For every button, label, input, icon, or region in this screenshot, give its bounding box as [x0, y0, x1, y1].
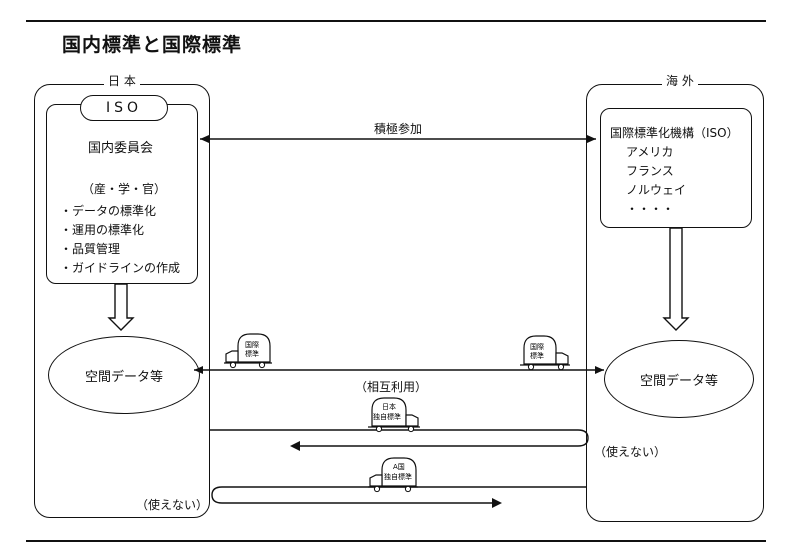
- truck-label: 標準: [245, 349, 259, 358]
- japan-down-arrow: [107, 283, 135, 331]
- truck-japan-standard: 日本 独自標準: [368, 397, 420, 433]
- japan-standard-tube: [210, 429, 589, 447]
- committee-label: 国内委員会: [88, 141, 154, 156]
- member-countries: アメリカ フランス ノルウェイ ・・・・: [626, 143, 686, 219]
- committee-members: （産・学・官）: [82, 182, 167, 196]
- task-item: ・品質管理: [60, 242, 121, 256]
- participation-label: 積極参加: [374, 122, 423, 136]
- overseas-spatial-data: 空間データ等: [604, 340, 754, 418]
- truck-label: 独自標準: [373, 412, 401, 421]
- truck-intl-left: 国際 標準: [224, 333, 272, 369]
- japan-spatial-data: 空間データ等: [48, 336, 200, 414]
- country-item: アメリカ: [626, 145, 674, 159]
- overseas-unusable: （使えない）: [594, 445, 667, 459]
- iso-org-box: [600, 108, 752, 228]
- iso-down-arrow: [662, 227, 690, 331]
- truck-label: 独自標準: [384, 472, 412, 481]
- truck-label: 国際: [245, 340, 259, 349]
- country-item: ・・・・: [626, 202, 675, 216]
- country-item: ノルウェイ: [626, 183, 687, 197]
- mutual-use-label: （相互利用）: [355, 380, 428, 394]
- truck-label: 国際: [530, 342, 544, 351]
- task-item: ・運用の標準化: [60, 223, 145, 237]
- truck-country-a-standard: A国 独自標準: [368, 457, 418, 493]
- overseas-spatial-label: 空間データ等: [639, 373, 718, 389]
- japan-spatial-label: 空間データ等: [84, 369, 163, 385]
- task-item: ・ガイドラインの作成: [60, 261, 181, 275]
- country-a-standard-tube: [211, 486, 586, 504]
- iso-pill: ISO: [80, 95, 168, 121]
- truck-label: A国: [393, 463, 405, 471]
- iso-org-label: 国際標準化機構（ISO）: [610, 126, 739, 140]
- bottom-rule: [26, 540, 766, 542]
- top-rule: [26, 20, 766, 22]
- truck-intl-right: 国際 標準: [520, 335, 570, 371]
- country-a-tube-arrowhead: [492, 498, 502, 508]
- japan-standard-tube-arrowhead: [290, 441, 300, 451]
- country-item: フランス: [626, 164, 674, 178]
- page-title: 国内標準と国際標準: [62, 34, 243, 56]
- task-item: ・データの標準化: [60, 204, 157, 218]
- japan-unusable: （使えない）: [136, 498, 209, 512]
- japan-region-label: 日 本: [104, 72, 140, 89]
- overseas-region-label: 海 外: [662, 72, 698, 89]
- committee-tasks: ・データの標準化 ・運用の標準化 ・品質管理 ・ガイドラインの作成: [60, 202, 180, 278]
- truck-label: 標準: [530, 351, 544, 360]
- truck-label: 日本: [382, 402, 396, 411]
